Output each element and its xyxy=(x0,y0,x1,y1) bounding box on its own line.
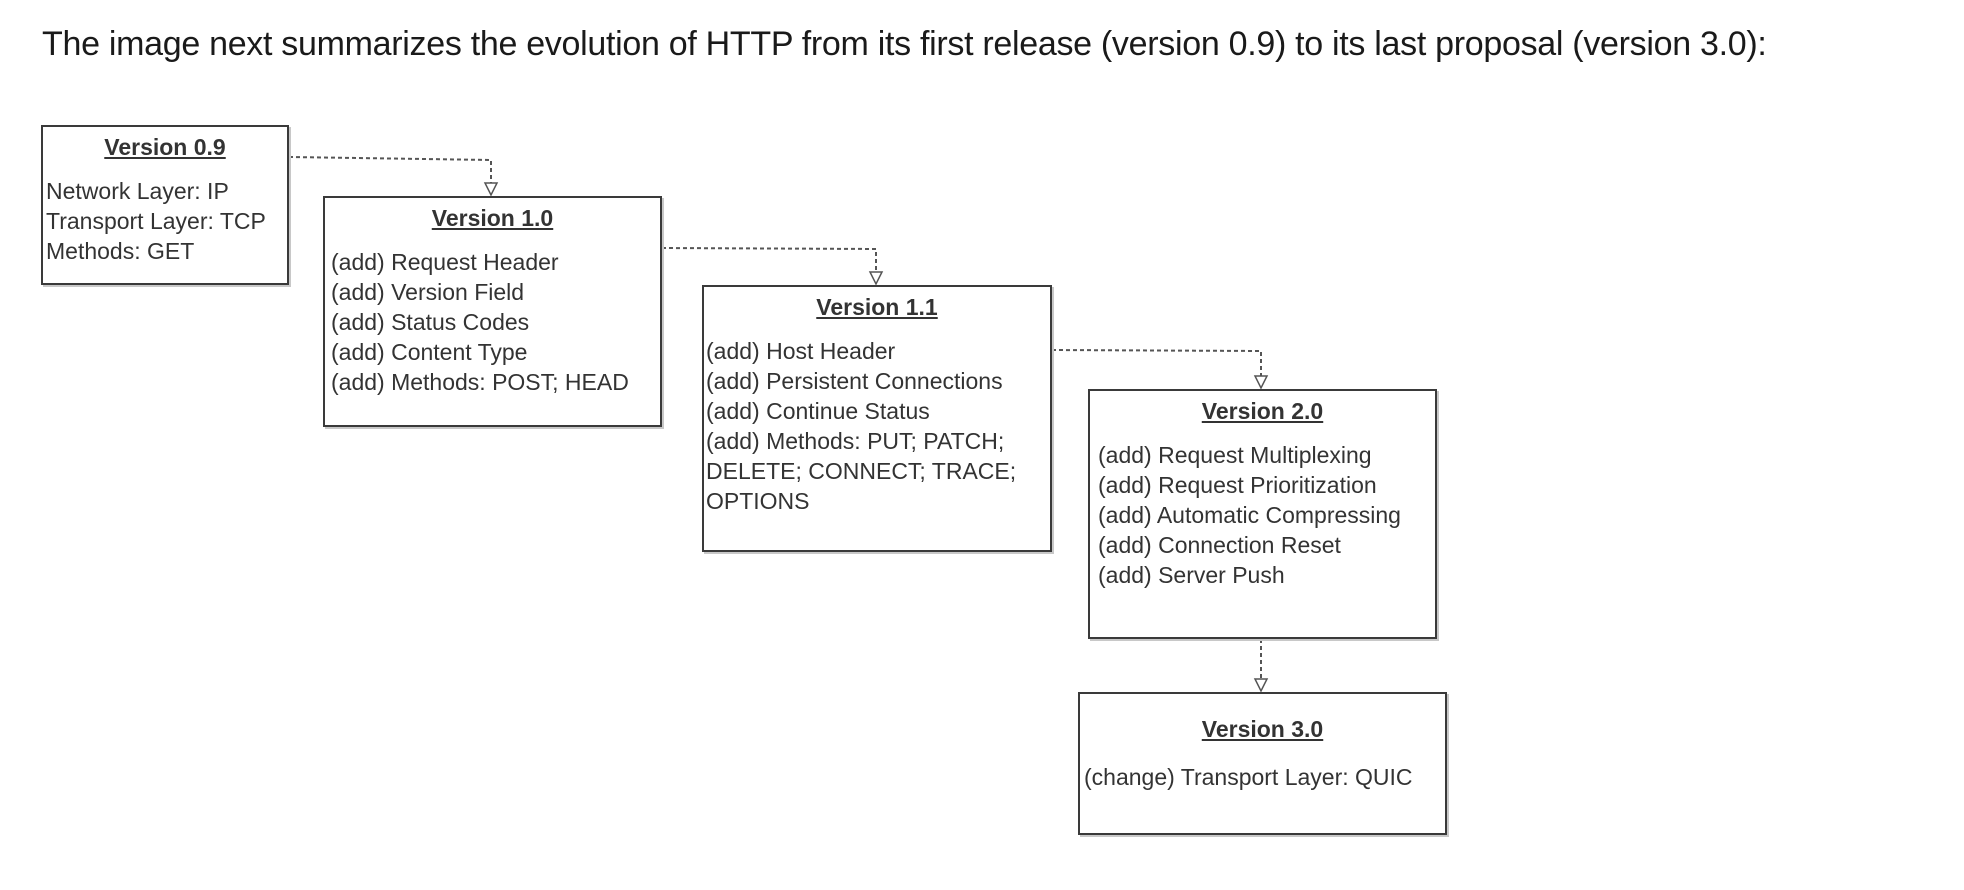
version-title: Version 1.0 xyxy=(431,205,554,231)
connector-v20-to-v30 xyxy=(1253,639,1269,693)
feature-list: (change) Transport Layer: QUIC xyxy=(1080,762,1445,792)
version-box-1-1: Version 1.1 (add) Host Header (add) Pers… xyxy=(702,285,1052,552)
version-title: Version 3.0 xyxy=(1201,716,1324,742)
feature-item: (add) Request Prioritization xyxy=(1098,472,1377,498)
feature-item: (add) Methods: POST; HEAD xyxy=(331,369,629,395)
version-box-0-9: Version 0.9 Network Layer: IP Transport … xyxy=(41,125,289,285)
arrowhead-icon xyxy=(483,182,499,197)
feature-item: (change) Transport Layer: QUIC xyxy=(1084,764,1413,790)
feature-list: (add) Host Header (add) Persistent Conne… xyxy=(704,336,1050,516)
connector-v09-to-v10 xyxy=(288,156,499,197)
connector-v11-to-v20 xyxy=(1051,349,1269,390)
intro-text: The image next summarizes the evolution … xyxy=(42,25,1767,63)
feature-item: (add) Host Header xyxy=(706,338,896,364)
arrowhead-icon xyxy=(1253,375,1269,390)
connector-line xyxy=(661,247,877,272)
connector-line xyxy=(288,156,492,183)
feature-list: Network Layer: IP Transport Layer: TCP M… xyxy=(43,176,287,266)
feature-item: Network Layer: IP xyxy=(46,178,229,204)
feature-item: (add) Content Type xyxy=(331,339,528,365)
version-title: Version 2.0 xyxy=(1201,398,1324,424)
connector-v10-to-v11 xyxy=(661,247,884,286)
feature-list: (add) Request Header (add) Version Field… xyxy=(325,247,660,397)
feature-list: (add) Request Multiplexing (add) Request… xyxy=(1090,440,1435,590)
feature-item: (add) Persistent Connections xyxy=(706,368,1003,394)
feature-item: (add) Automatic Compressing xyxy=(1098,502,1401,528)
arrowhead-icon xyxy=(1253,678,1269,693)
feature-item: (add) Request Header xyxy=(331,249,559,275)
feature-item: (add) Version Field xyxy=(331,279,525,305)
feature-item: Methods: GET xyxy=(46,238,195,264)
version-title: Version 1.1 xyxy=(816,294,938,320)
feature-item: (add) Server Push xyxy=(1098,562,1285,588)
version-box-3-0: Version 3.0 (change) Transport Layer: QU… xyxy=(1078,692,1447,835)
feature-item: (add) Request Multiplexing xyxy=(1098,442,1372,468)
feature-item: Transport Layer: TCP xyxy=(46,208,266,234)
feature-item: (add) Status Codes xyxy=(331,309,530,335)
version-box-1-0: Version 1.0 (add) Request Header (add) V… xyxy=(323,196,662,427)
connector-line xyxy=(1051,349,1262,376)
feature-item: (add) Methods: PUT; PATCH; DELETE; CONNE… xyxy=(706,428,1017,514)
feature-item: (add) Continue Status xyxy=(706,398,930,424)
feature-item: (add) Connection Reset xyxy=(1098,532,1341,558)
version-title: Version 0.9 xyxy=(104,134,226,160)
version-box-2-0: Version 2.0 (add) Request Multiplexing (… xyxy=(1088,389,1437,639)
arrowhead-icon xyxy=(868,271,884,286)
